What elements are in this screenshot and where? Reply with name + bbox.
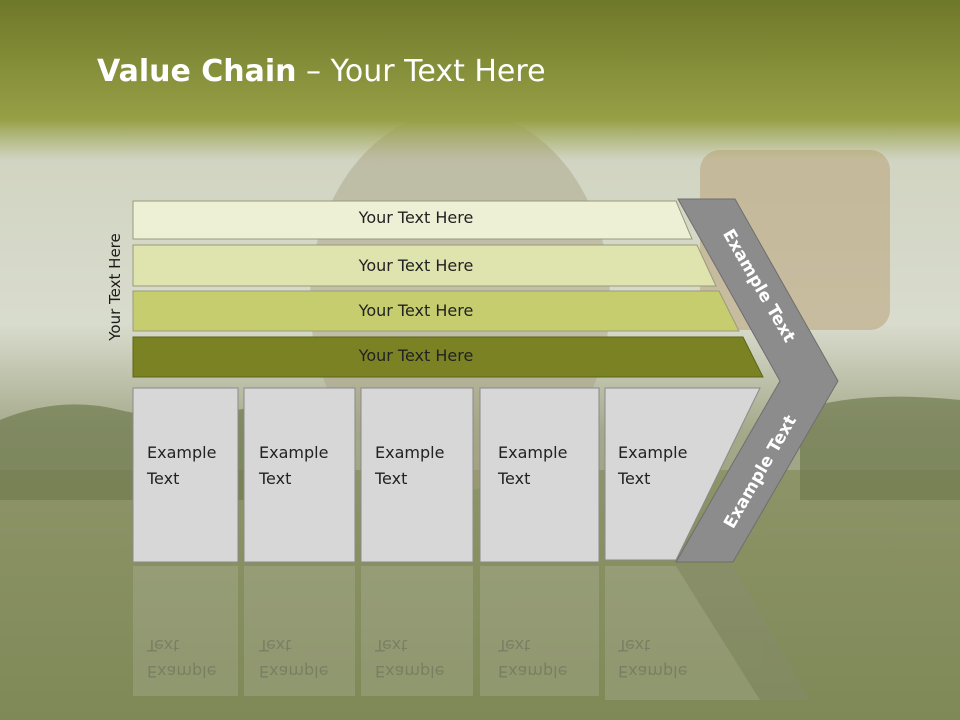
box-1 xyxy=(132,387,239,563)
bar-1 xyxy=(132,200,693,240)
bar-1-label: Your Text Here xyxy=(358,208,474,227)
chevron-arrow xyxy=(675,198,839,563)
box-2 xyxy=(243,387,356,563)
bar-2 xyxy=(132,244,717,287)
bar-3-label: Your Text Here xyxy=(358,301,474,320)
bar-3 xyxy=(132,290,740,332)
bar-4 xyxy=(132,336,764,378)
bar-4-label: Your Text Here xyxy=(358,346,474,365)
reflection xyxy=(133,566,810,700)
box-4 xyxy=(479,387,600,563)
bar-2-label: Your Text Here xyxy=(358,256,474,275)
box-3 xyxy=(360,387,474,563)
box-5-arrow-cut xyxy=(604,387,761,561)
page-title: Value Chain – Your Text Here xyxy=(97,54,546,89)
